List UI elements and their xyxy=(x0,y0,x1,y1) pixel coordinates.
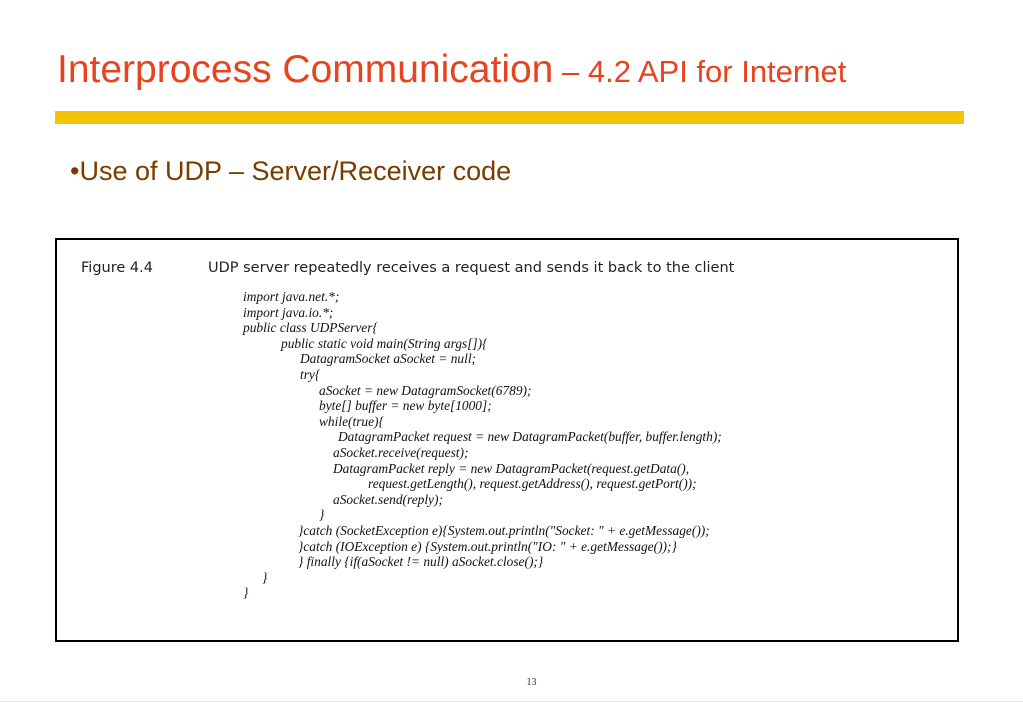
code-line: import java.net.*; xyxy=(243,289,340,304)
code-line: request.getLength(), request.getAddress(… xyxy=(368,476,697,492)
code-line: }catch (SocketException e){System.out.pr… xyxy=(298,523,710,538)
slide-title-main: Interprocess Communication xyxy=(57,48,554,91)
code-line: aSocket.send(reply); xyxy=(333,491,443,507)
code-line: public static void main(String args[]){ xyxy=(281,335,488,351)
figure-caption: UDP server repeatedly receives a request… xyxy=(208,260,735,276)
code-line: try{ xyxy=(300,367,321,382)
code-line: import java.io.*; xyxy=(243,304,334,320)
code-line: aSocket = new DatagramSocket(6789); xyxy=(319,382,532,398)
code-line: }catch (IOException e) {System.out.print… xyxy=(298,538,677,554)
code-line: public class UDPServer{ xyxy=(243,320,378,336)
footer-divider xyxy=(0,701,1023,702)
code-line: while(true){ xyxy=(319,413,384,429)
figure-label: Figure 4.4 xyxy=(81,260,153,276)
code-line: DatagramPacket reply = new DatagramPacke… xyxy=(333,460,690,476)
code-line: } finally {if(aSocket != null) aSocket.c… xyxy=(298,554,544,570)
slide-title: Interprocess Communication – 4.2 API for… xyxy=(57,50,846,89)
code-line: aSocket.receive(request); xyxy=(333,445,469,460)
bullet-point: •Use of UDP – Server/Receiver code xyxy=(70,156,512,186)
code-line: DatagramPacket request = new DatagramPac… xyxy=(338,429,722,445)
page-number: 13 xyxy=(526,677,537,688)
code-line: } xyxy=(243,585,249,601)
title-underline-bar xyxy=(55,111,964,124)
figure-box: Figure 4.4 UDP server repeatedly receive… xyxy=(55,238,959,642)
code-line: } xyxy=(319,507,325,523)
code-line: byte[] buffer = new byte[1000]; xyxy=(319,398,492,414)
code-line: } xyxy=(262,569,268,585)
slide-title-sub: – 4.2 API for Internet xyxy=(553,54,847,89)
code-line: DatagramSocket aSocket = null; xyxy=(300,351,477,367)
